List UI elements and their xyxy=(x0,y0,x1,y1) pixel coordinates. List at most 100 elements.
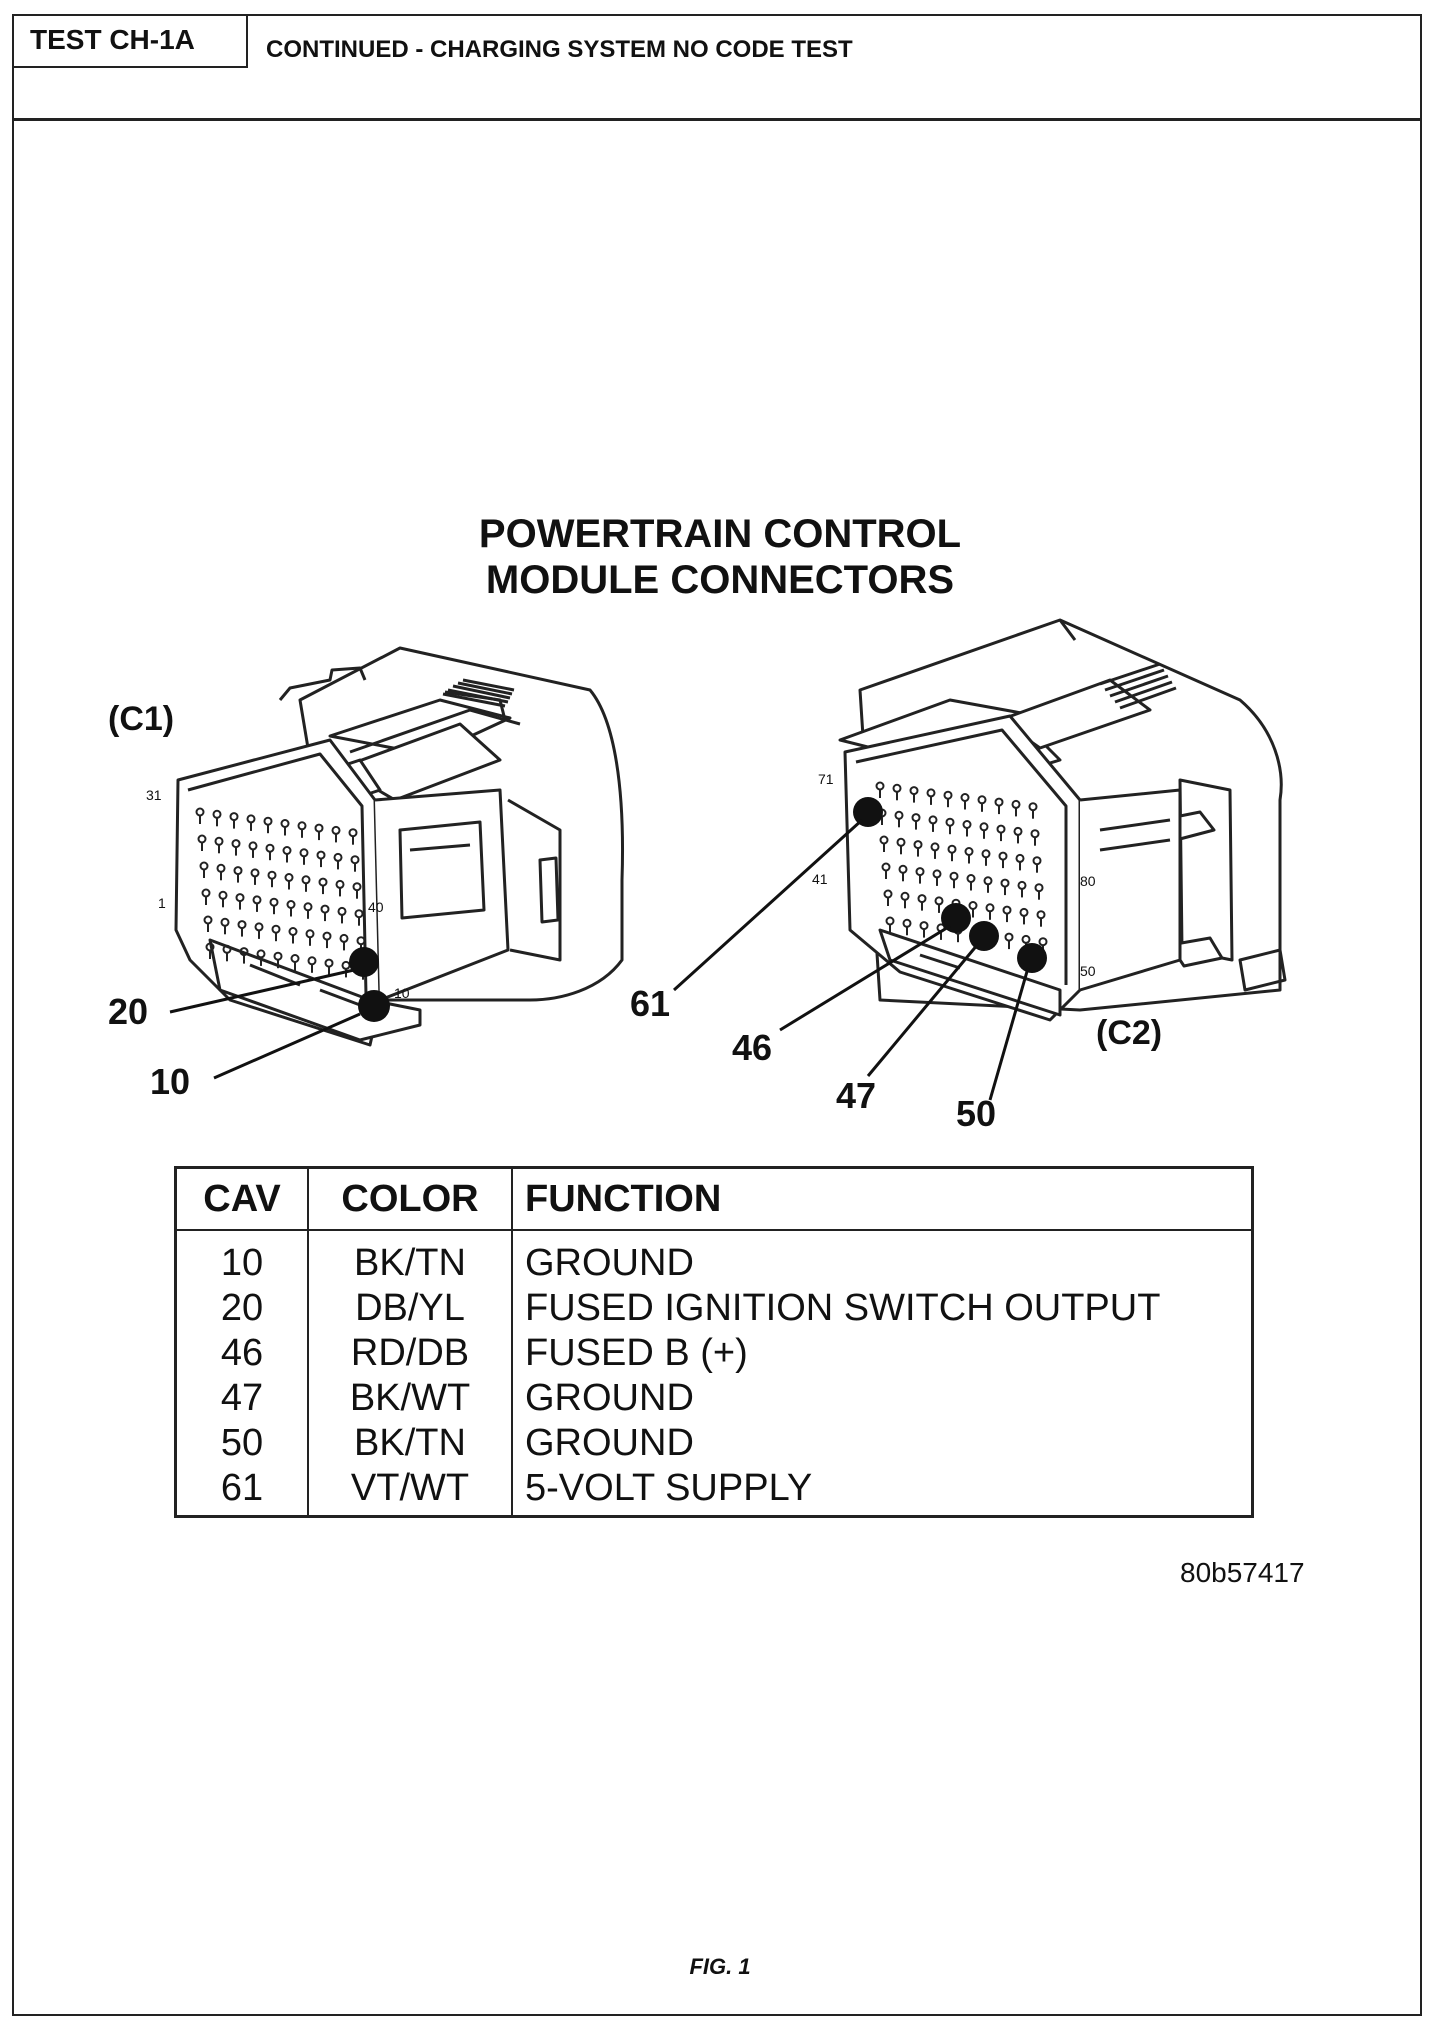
c1-pin-array xyxy=(195,807,368,980)
c2-pin xyxy=(915,867,925,884)
test-title: CONTINUED - CHARGING SYSTEM NO CODE TEST xyxy=(266,36,853,63)
cell-color: BK/WT xyxy=(308,1376,513,1421)
test-id: TEST CH-1A xyxy=(14,16,248,68)
c1-pin xyxy=(246,814,256,831)
table-row: 61 VT/WT 5-VOLT SUPPLY xyxy=(175,1466,1253,1517)
c2-pin xyxy=(879,835,889,852)
c2-pin-80-number: 80 xyxy=(1080,873,1096,889)
c1-pin xyxy=(273,951,283,969)
cell-cav: 61 xyxy=(175,1466,309,1517)
c2-pin xyxy=(1028,802,1038,819)
c2-pin xyxy=(968,901,978,918)
c2-pin xyxy=(1032,856,1042,873)
cell-color: DB/YL xyxy=(308,1286,513,1331)
c2-pin xyxy=(1011,799,1021,817)
c2-pin xyxy=(1004,932,1014,950)
c2-pin xyxy=(1034,883,1044,900)
c1-pin xyxy=(265,843,275,861)
c1-pin xyxy=(305,929,315,946)
cavity-table: CAV COLOR FUNCTION 10 BK/TN GROUND 20 DB… xyxy=(174,1166,1254,1518)
c1-leader-20 xyxy=(169,968,355,1014)
cell-cav: 50 xyxy=(175,1421,309,1466)
figure-id: 80b57417 xyxy=(1180,1557,1305,1588)
c1-pin-1-number: 1 xyxy=(158,895,166,911)
c2-pin xyxy=(1013,826,1023,844)
cell-color: BK/TN xyxy=(308,1421,513,1466)
c2-callout-46: 46 xyxy=(732,1027,772,1068)
c1-pin xyxy=(256,949,266,966)
c2-pin xyxy=(881,862,891,879)
diagram-title-line1: POWERTRAIN CONTROL xyxy=(478,512,962,556)
cell-function: 5-VOLT SUPPLY xyxy=(525,1467,813,1509)
c1-pin-10-number: 10 xyxy=(394,985,410,1001)
cell-cav: 10 xyxy=(175,1230,309,1286)
c1-pin xyxy=(222,944,232,962)
c2-pin xyxy=(947,844,957,862)
c1-pin xyxy=(350,855,360,872)
table-row: 20 DB/YL FUSED IGNITION SWITCH OUTPUT xyxy=(175,1286,1253,1331)
c1-pin xyxy=(307,956,317,973)
c2-pin xyxy=(892,783,902,801)
c2-pin xyxy=(964,847,974,864)
c2-pin xyxy=(996,824,1006,842)
c1-pin xyxy=(263,816,273,834)
c2-pin xyxy=(960,793,970,810)
c2-leader-46 xyxy=(779,924,951,1032)
c1-pin xyxy=(354,909,364,926)
c1-pin xyxy=(301,875,311,892)
c2-pin xyxy=(902,918,912,936)
c1-pin xyxy=(299,848,309,865)
c1-pin xyxy=(205,942,215,959)
c2-pin xyxy=(896,837,906,855)
c2-pin xyxy=(875,781,885,798)
c2-pin xyxy=(1015,853,1025,871)
c2-pin xyxy=(983,876,993,893)
header-cav: CAV xyxy=(175,1167,309,1231)
c2-pin xyxy=(932,869,942,886)
cell-function: GROUND xyxy=(525,1422,694,1464)
c1-pin xyxy=(316,850,326,868)
cell-cav: 46 xyxy=(175,1331,309,1376)
c2-pin xyxy=(928,815,938,832)
test-header: TEST CH-1A CONTINUED - CHARGING SYSTEM N… xyxy=(14,16,1420,121)
page-frame: TEST CH-1A CONTINUED - CHARGING SYSTEM N… xyxy=(12,14,1422,2016)
c2-pin xyxy=(979,822,989,839)
c1-pin xyxy=(288,927,298,944)
c2-leader-50 xyxy=(988,967,1030,1101)
table-row: 47 BK/WT GROUND xyxy=(175,1376,1253,1421)
c2-pin xyxy=(1017,880,1027,898)
header-color: COLOR xyxy=(308,1167,513,1231)
c2-pin xyxy=(917,894,927,911)
c1-pin xyxy=(216,863,226,881)
c1-pin xyxy=(335,879,345,897)
header-function: FUNCTION xyxy=(512,1167,1253,1231)
connector-illustration: (C1) 31 1 40 10 20 10 xyxy=(108,618,1287,1134)
c1-label: (C1) xyxy=(108,700,174,738)
c2-pin xyxy=(885,916,895,933)
c2-callout-50: 50 xyxy=(956,1093,996,1134)
c1-pin xyxy=(197,834,207,851)
c1-pin xyxy=(201,888,211,905)
c2-pin xyxy=(883,889,893,906)
c2-cavity-50-marker xyxy=(1017,943,1047,973)
c1-pin xyxy=(320,904,330,922)
c2-pin-71-number: 71 xyxy=(818,771,834,787)
c1-callout-10: 10 xyxy=(150,1061,190,1102)
c1-pin xyxy=(348,828,358,845)
cell-function: FUSED IGNITION SWITCH OUTPUT xyxy=(525,1287,1161,1329)
c2-pin xyxy=(1019,907,1029,925)
c1-pin xyxy=(331,825,341,843)
c2-pin-50-number: 50 xyxy=(1080,963,1096,979)
c1-pin xyxy=(322,931,332,949)
c1-pin xyxy=(314,823,324,841)
c1-pin xyxy=(199,861,209,878)
c2-pin xyxy=(894,810,904,828)
c2-pin xyxy=(981,849,991,866)
c1-leader-10 xyxy=(213,1012,361,1080)
figure-caption: FIG. 1 xyxy=(689,1954,751,1979)
c1-pin-31-number: 31 xyxy=(146,787,162,803)
c2-callout-47: 47 xyxy=(836,1075,876,1116)
c1-pin xyxy=(269,897,279,915)
cell-function: GROUND xyxy=(525,1242,694,1284)
cell-function: FUSED B (+) xyxy=(525,1332,748,1374)
